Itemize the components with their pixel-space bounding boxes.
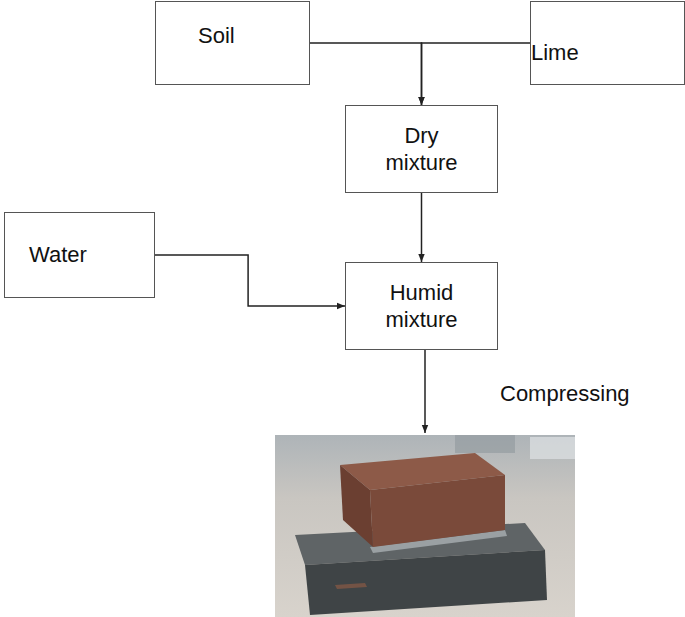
box-text: Water: [29, 241, 87, 269]
compress-arrow: [424, 350, 426, 433]
box-text: Soil: [198, 22, 235, 50]
box-text: Humid mixture: [372, 279, 472, 334]
blur-object: [455, 435, 515, 453]
photo: [275, 435, 575, 617]
blur-object: [530, 437, 575, 459]
plate-front: [305, 550, 547, 615]
box-text: Lime: [531, 39, 579, 67]
photo-ground: [275, 435, 575, 617]
brick-end: [340, 465, 373, 547]
step-label: Compressing: [500, 380, 630, 408]
plate-stain: [335, 583, 367, 589]
flow-arrow: [310, 43, 422, 105]
process-box: Dry mixture: [345, 105, 498, 193]
process-box: Humid mixture: [345, 262, 498, 350]
flow-arrow: [421, 193, 423, 262]
box-text: Dry mixture: [372, 122, 472, 177]
process-box: Soil: [155, 1, 310, 85]
flow-arrow: [155, 255, 345, 306]
brick-front: [370, 475, 505, 547]
flow-arrow: [422, 43, 531, 105]
process-box: Water: [4, 212, 155, 298]
process-box: Lime: [530, 1, 685, 85]
